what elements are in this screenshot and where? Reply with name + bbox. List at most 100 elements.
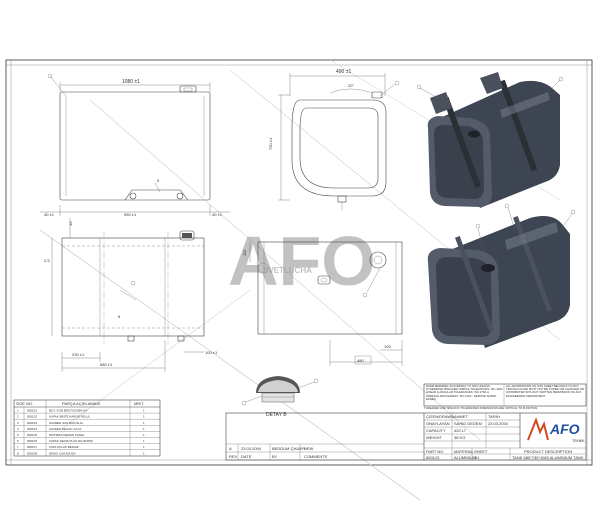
- dim-sec-bottom: 480: [357, 358, 364, 363]
- svg-text:5: 5: [157, 178, 160, 183]
- dim-top-width: 1080 ±1: [122, 79, 140, 85]
- rev-a-comment: NEW: [304, 446, 314, 451]
- material-value: ALUMINIUM: [454, 455, 476, 460]
- drawing-frame: [5, 59, 593, 466]
- notes-block: MODIFIEDRESEL ACCORDING TO NSO UNLESS OT…: [423, 383, 587, 410]
- dim-sec-height: 110: [242, 249, 247, 256]
- desc-value: TANK 680*730*1080 ALUMINIUM TANK: [512, 455, 584, 460]
- dim-front-small: 230 ±1: [72, 352, 85, 357]
- watermark: AFO SVETLUCHA: [39, 59, 561, 501]
- parts-row-item-no: 7: [17, 445, 19, 449]
- parts-row-qty: 1: [143, 415, 145, 419]
- material-label: MATERIAL: [454, 449, 474, 454]
- parts-row-part-desc: BOY. KOB BRUTUSOBA KG: [49, 409, 88, 413]
- parts-row-qty: 1: [143, 445, 145, 449]
- parts-row-item-no: 4: [17, 427, 19, 431]
- logo-subtext: TEKNİK: [572, 438, 585, 443]
- watermark-subtext: SVETLUCHA: [263, 266, 312, 275]
- weight-value: 38 KG: [454, 435, 465, 440]
- notes-right: ALL INFORMATION ON THIS SHEET BELONGS TO…: [506, 385, 585, 398]
- sheet-value: 1/1: [474, 455, 480, 460]
- date-value: 23.03.2004: [488, 421, 509, 426]
- parts-row-part-desc: HAVEEK DEVAK LULUL: [49, 427, 82, 431]
- date-label: TARİH: [488, 414, 500, 419]
- parts-row-part-code: 000107: [27, 445, 37, 449]
- dim-sec-right: 100: [384, 344, 391, 349]
- parts-row-item-no: 2: [17, 415, 19, 419]
- parts-row-part-desc: KAPAK SENIS PLAS DIL BORNI: [49, 439, 93, 443]
- parts-row-item-no: 5: [17, 433, 19, 437]
- section-view: 110 480 100: [242, 241, 403, 366]
- parts-row-part-code: 000105: [27, 433, 37, 437]
- afo-logo: AFO TEKNİK: [527, 417, 585, 443]
- weight-label: WEIGHT: [426, 435, 443, 440]
- notes-bottom: THREADED AND SPECIFIC TOLERANCES DIMENSI…: [424, 407, 538, 410]
- parts-row-part-desc: MOTIBAS DEMAN KANAL: [49, 433, 85, 437]
- parts-row-part-code: 000106: [27, 439, 37, 443]
- dim-bottom-main: 950 ±1: [124, 212, 137, 217]
- dim-side-height: 730 ±1: [268, 137, 273, 150]
- capacity-label: CAPACITY: [426, 428, 446, 433]
- parts-row-qty: 1: [143, 427, 145, 431]
- dim-front-marker: 10: [68, 221, 73, 226]
- parts-row-part-desc: TAPA KULAK BENAIZ: [49, 445, 79, 449]
- parts-row-qty: 1: [143, 439, 145, 443]
- rev-a-by: BEDDUM ÇİKAYR: [272, 446, 305, 451]
- rev-header-comments: COMMENTS: [304, 454, 328, 459]
- parts-row-part-code: 000102: [27, 415, 37, 419]
- notes-left: MODIFIEDRESEL ACCORDING TO NSO UNLESS OT…: [426, 385, 503, 401]
- drawn-value: AHMET: [454, 414, 469, 419]
- top-view: 1080 ±1 5 40 ±1 950 ±1 40 ±1: [40, 73, 230, 217]
- parts-row-part-desc: KAPAK BİNTE KAROB PELUL: [49, 414, 90, 419]
- capacity-value: 420 LT: [454, 428, 467, 433]
- parts-row-part-code: 000101: [27, 409, 37, 413]
- parts-row-item-no: 6: [17, 439, 19, 443]
- checked-value: SAHID DEDEM: [454, 421, 482, 426]
- parts-row-part-code: 000104: [27, 427, 37, 431]
- rev-a-letter: A: [229, 446, 232, 451]
- detail-label: DETAY B: [266, 412, 287, 418]
- logo-text: AFO: [549, 421, 580, 437]
- sheet-label: SHEET: [474, 449, 488, 454]
- parts-table: ÖGE NO. PARÇA AÇIKLAMASI MİKT. 1 000101 BO…: [13, 399, 161, 457]
- rev-a-date: 23.03.2004: [241, 446, 262, 451]
- dim-side-width: 490 ±1: [336, 69, 351, 75]
- rev-header-by: BY: [272, 454, 278, 459]
- parts-row-qty: 1: [143, 451, 145, 455]
- dim-front-step: 100 ±1: [205, 350, 218, 355]
- title-block: A 23.03.2004 BEDDUM ÇİKAYR NEW REV DATE …: [225, 412, 587, 461]
- parts-row-qty: 1: [143, 421, 145, 425]
- rev-header: REV: [229, 454, 238, 459]
- parts-row-part-desc: DENIS CUKASUSA: [49, 451, 76, 455]
- rev-header-date: DATE: [241, 454, 252, 459]
- detail-b: DETAY B: [241, 376, 319, 418]
- front-view: 5 2.5 10 230 ±1 680 ±1 100 ±1: [44, 218, 218, 372]
- parts-row-item-no: 1: [17, 409, 19, 413]
- parts-row-qty: 1: [143, 433, 145, 437]
- part-no-value: 800123: [426, 455, 440, 460]
- dim-bottom-right: 40 ±1: [212, 212, 223, 217]
- front-mid-marker: 5: [118, 314, 121, 319]
- drawn-label: ÇİZEN/DRAWN: [426, 414, 454, 419]
- dim-bottom-left: 40 ±1: [44, 212, 55, 217]
- parts-header-qty: MİKT.: [134, 401, 144, 406]
- isometric-view-top: [416, 72, 564, 208]
- parts-row-qty: 1: [143, 409, 145, 413]
- parts-row-part-code: 000108: [27, 451, 37, 455]
- parts-row-part-desc: SAUBER SAN BAKTE AL: [49, 421, 84, 425]
- parts-row-item-no: 8: [17, 451, 19, 455]
- watermark-letters: AFO: [228, 222, 376, 300]
- dim-front-bottom: 680 ±1: [100, 362, 113, 367]
- side-view: 490 ±1 20° 730 ±1: [268, 69, 400, 210]
- parts-row-part-code: 000103: [27, 421, 37, 425]
- dim-front-left: 2.5: [44, 258, 50, 263]
- parts-header-desc: PARÇA AÇIKLAMASI: [62, 401, 100, 406]
- desc-label: PRODUCT DESCRIPTION: [524, 449, 572, 454]
- isometric-view-bottom: [427, 203, 576, 348]
- parts-row-item-no: 3: [17, 421, 19, 425]
- parts-header-item: ÖGE NO.: [16, 401, 33, 406]
- dim-side-angle: 20°: [348, 83, 354, 88]
- checked-label: ONAYLAYAN: [426, 421, 450, 426]
- part-no-label: PART NO: [426, 449, 443, 454]
